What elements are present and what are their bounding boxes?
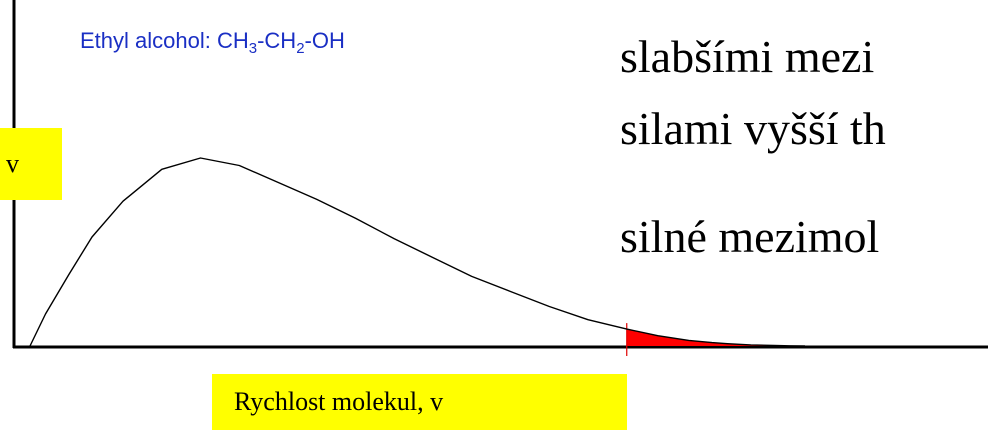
formula-mid: -CH	[257, 28, 297, 53]
tail-fill-area	[626, 329, 774, 346]
formula-sub-2: 2	[296, 40, 305, 57]
formula-sub-1: 3	[248, 40, 258, 57]
slide-text-line-3: silné mezimol	[620, 211, 880, 262]
curve-layer	[29, 157, 806, 347]
distribution-curve	[29, 157, 806, 347]
y-axis-label: v	[0, 128, 62, 200]
slide-text-line-2: silami vyšší th	[620, 103, 886, 154]
formula-annotation: Ethyl alcohol: CH3-CH2-OH	[80, 28, 345, 57]
tail-fill-layer	[626, 323, 774, 356]
x-axis-label: Rychlost molekul, v	[212, 374, 627, 430]
formula-prefix: Ethyl alcohol: CH	[80, 28, 249, 53]
formula-suffix: -OH	[304, 28, 345, 53]
slide-text-line-1: slabšími mezi	[620, 31, 875, 82]
